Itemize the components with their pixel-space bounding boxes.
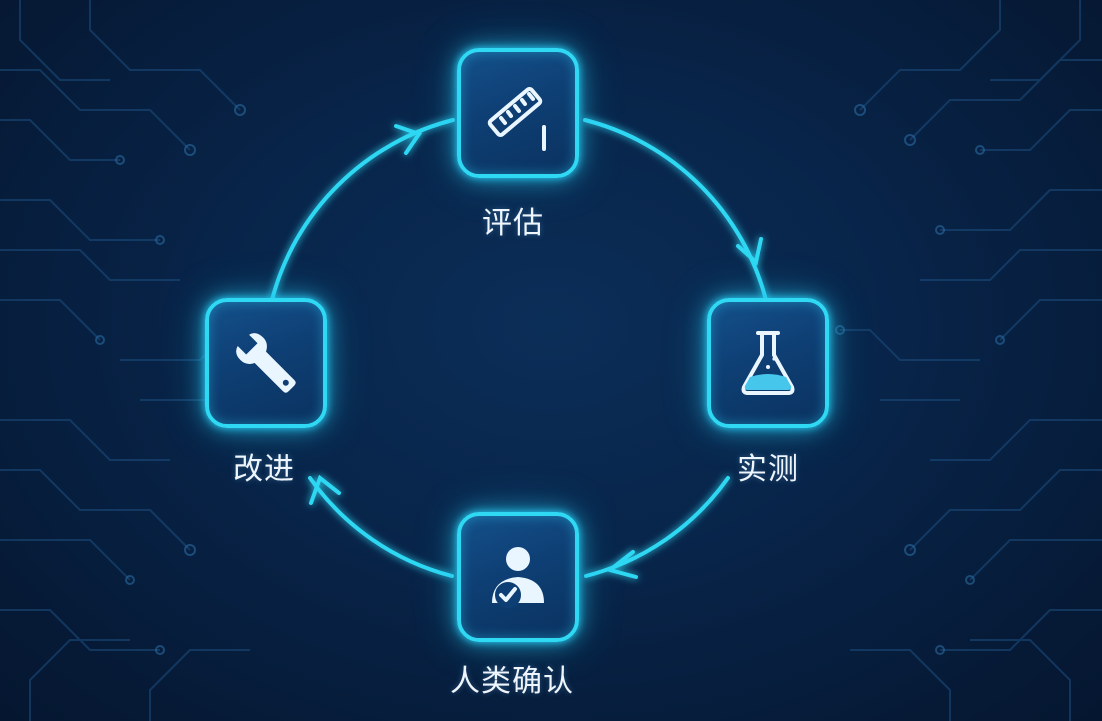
cycle-arc-4 [270,118,455,302]
step-human-confirm-label: 人类确认 [450,664,574,699]
flask-icon [728,323,808,403]
arrowhead-4 [309,474,341,505]
step-improve-label: 改进 [233,452,295,487]
wrench-icon [226,323,306,403]
step-evaluate-node [457,48,579,178]
person-check-icon [478,537,558,617]
arrowhead-3 [605,550,638,579]
step-human-confirm-node [457,512,579,642]
step-measure-node [707,298,829,428]
cycle-arc-1 [583,118,768,302]
ruler-triangle-icon [478,73,558,153]
cycle-arc-3 [308,476,454,578]
cycle-arc-2 [584,476,730,578]
step-evaluate-label: 评估 [482,206,544,241]
arrowhead-2 [736,237,763,266]
arrowhead-1 [394,124,423,155]
step-measure-label: 实测 [737,452,799,487]
step-improve-node [205,298,327,428]
